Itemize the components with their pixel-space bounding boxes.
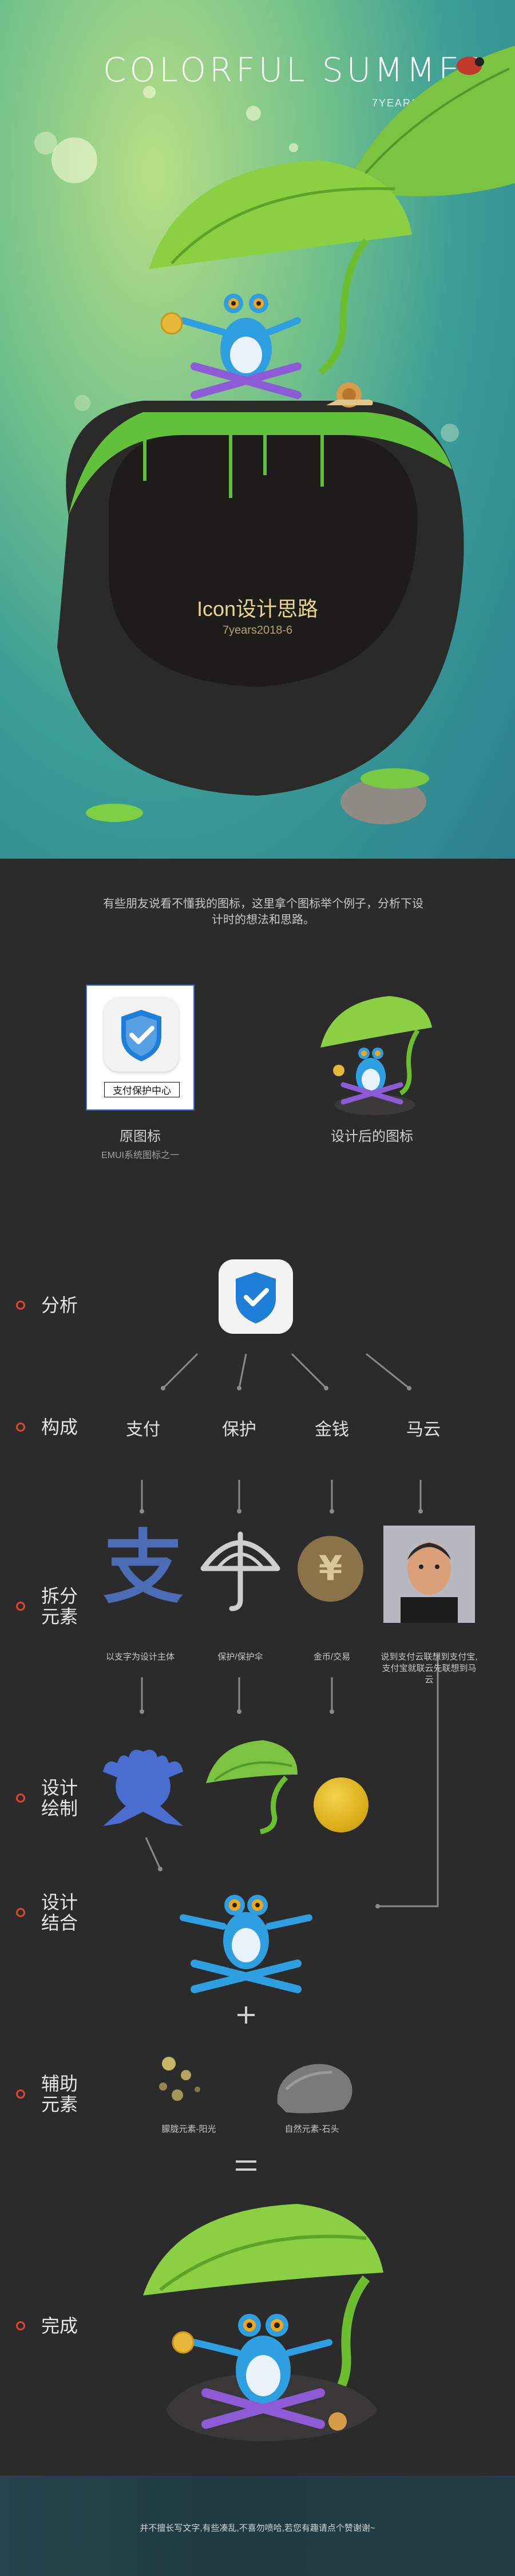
step-design-draw: 设计绘制 [16, 1777, 81, 1819]
category-money: 金钱 [315, 1420, 349, 1439]
hero-center-title: Icon设计思路 [196, 597, 319, 621]
zhi-character-icon: 支 [102, 1522, 183, 1615]
step-label: 设计结合 [41, 1892, 78, 1933]
hero-illustration [57, 46, 515, 824]
snail-icon [326, 382, 373, 408]
category-pay: 支付 [126, 1420, 160, 1439]
step-dot-icon [16, 1423, 25, 1432]
original-icon-caption-title: 原图标 [120, 1129, 161, 1144]
gold-coin-icon [314, 1777, 369, 1832]
element-caption-jack-ma: 说到支付云联想到支付宝,支付宝就联云先联想到马云 [381, 1652, 478, 1685]
bokeh-light [34, 132, 57, 155]
aux-caption-sunlight: 朦胧元素-阳光 [161, 2124, 216, 2134]
sunlight-bokeh-icon [159, 2057, 200, 2101]
category-jack-ma: 马云 [406, 1420, 441, 1439]
stone-icon [340, 779, 426, 824]
redesigned-icon [320, 996, 432, 1115]
plus-icon [237, 2006, 255, 2024]
step-label: 完成 [41, 2316, 78, 2336]
step-dot-icon [16, 1793, 25, 1803]
step-design-combine: 设计结合 [16, 1892, 81, 1933]
hero-title: COLORFUL SUMMER [103, 50, 490, 89]
bokeh-light [74, 395, 90, 411]
step-dot-icon [16, 2321, 25, 2330]
step-label: 拆分元素 [41, 1586, 78, 1627]
coin-icon [160, 312, 183, 335]
element-caption-coin: 金币/交易 [313, 1652, 351, 1662]
redesigned-icon-caption: 设计后的图标 [309, 1125, 435, 1145]
shield-check-icon [236, 1272, 276, 1323]
intro-text: 有些朋友说看不懂我的图标，这里拿个图标举个例子，分析下设计时的想法和思路。 [103, 898, 423, 926]
category-protect: 保护 [222, 1420, 256, 1439]
step-label: 设计绘制 [41, 1777, 78, 1819]
step-dot-icon [16, 1301, 25, 1310]
bokeh-light [289, 143, 298, 152]
step-label: 构成 [41, 1417, 78, 1437]
leaf-icon [206, 1740, 298, 1835]
leaf-umbrella-icon [149, 160, 412, 375]
stone-element-icon [277, 2064, 352, 2113]
footer: 并不擅长写文字,有些凑乱,不喜勿喷哈,若您有趣请点个赞谢谢~ [0, 2476, 515, 2576]
hero-center-subtitle: 7years2018-6 [222, 624, 293, 637]
bokeh-light [52, 137, 97, 183]
umbrella-icon [200, 1531, 280, 1611]
moss-icon [360, 768, 429, 789]
step-aux-elements: 辅助元素 [16, 2073, 81, 2115]
step-dot-icon [16, 1602, 25, 1611]
analysis-icon-tile [219, 1259, 293, 1334]
frog-silhouette-icon [103, 1749, 183, 1826]
grass-icon [86, 804, 143, 822]
equals-icon [236, 2158, 256, 2173]
aux-caption-stone: 自然元素-石头 [284, 2124, 339, 2134]
step-label: 辅助元素 [41, 2073, 78, 2115]
original-icon-frame: 支付保护中心 [86, 985, 195, 1111]
frog-icon [180, 294, 302, 399]
step-dot-icon [16, 1908, 25, 1917]
step-composition: 构成 [16, 1417, 93, 1437]
redesigned-icon-caption-title: 设计后的图标 [331, 1129, 413, 1144]
final-icon [143, 2204, 383, 2441]
original-icon-caption-sub: EMUI系统图标之一 [101, 1151, 179, 1160]
shield-check-icon [121, 1010, 161, 1061]
rock-icon [57, 401, 464, 796]
original-icon-label: 支付保护中心 [104, 1082, 180, 1097]
step-label: 分析 [41, 1295, 78, 1315]
step-complete: 完成 [16, 2316, 93, 2336]
original-icon-tile [104, 997, 179, 1072]
step-dot-icon [16, 2089, 25, 2099]
footer-text: 并不擅长写文字,有些凑乱,不喜勿喷哈,若您有趣请点个赞谢谢~ [140, 2523, 375, 2533]
bokeh-light [143, 86, 156, 98]
yuan-coin-icon: ¥ [298, 1536, 363, 1602]
step-split-elements: 拆分元素 [16, 1586, 81, 1627]
jack-ma-portrait-icon [383, 1526, 475, 1623]
element-caption-zhi: 以支字为设计主体 [105, 1652, 175, 1662]
combined-frog-icon [180, 1895, 312, 1993]
bokeh-light [246, 106, 261, 121]
hero-banner: COLORFUL SUMMER 7YEARS [0, 0, 515, 859]
top-leaf-icon [343, 46, 515, 196]
yuan-coin-glyph: ¥ [318, 1548, 343, 1589]
bokeh-light [441, 424, 459, 442]
original-icon-caption: 原图标 EMUI系统图标之一 [69, 1125, 212, 1161]
step-analysis: 分析 [16, 1295, 93, 1315]
flow-connectors [140, 1353, 439, 1909]
element-caption-umbrella: 保护/保护伞 [217, 1652, 263, 1662]
